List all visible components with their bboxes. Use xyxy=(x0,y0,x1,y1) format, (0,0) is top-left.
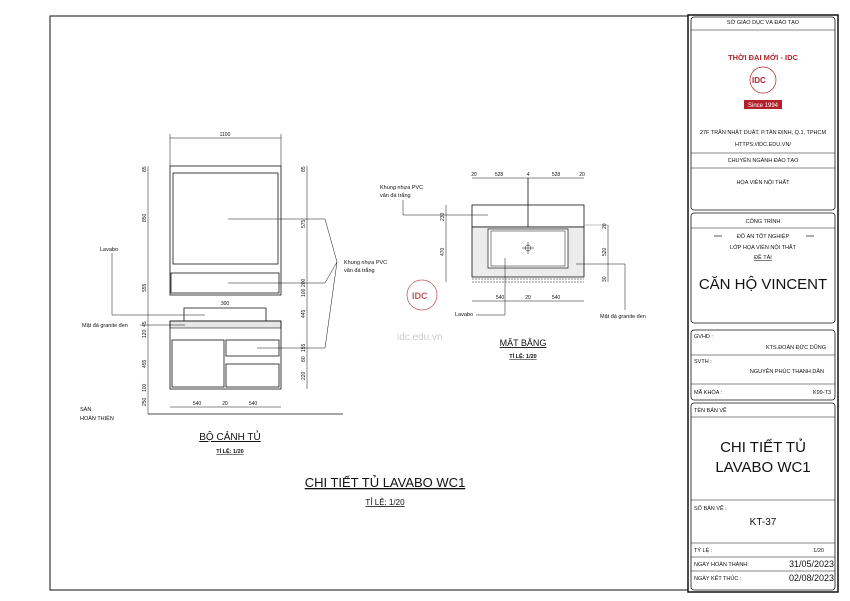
dim-label: 100 xyxy=(301,288,307,297)
label-pvc: Khung nhựa PVC xyxy=(344,260,387,266)
end-date: 02/08/2023 xyxy=(789,573,834,583)
since-badge: Since 1994 xyxy=(748,103,779,109)
project-type: ĐỒ ÁN TỐT NGHIỆP xyxy=(737,232,790,240)
label-granite: Mặt đá granite đen xyxy=(82,323,128,329)
label-granite: Mặt đá granite đen xyxy=(600,314,646,320)
drawing-no-label: SỐ BẢN VẼ : xyxy=(694,505,727,512)
dim-label: 250 xyxy=(142,397,148,406)
label-lavabo: Lavabo xyxy=(455,312,473,318)
drawing-name: CHI TIẾT TỦ xyxy=(720,438,806,456)
cabinet-drawer xyxy=(225,363,280,388)
label-pvc: vân đá trắng xyxy=(344,267,375,274)
major: HỌA VIÊN NỘI THẤT xyxy=(736,178,790,186)
dim-label: 555 xyxy=(142,283,148,292)
course: K99-T3 xyxy=(813,390,831,396)
idc-logo xyxy=(749,66,777,94)
dim-label: 470 xyxy=(440,247,446,256)
address: 27F TRẦN NHẬT DUẬT, P.TÂN ĐỊNH, Q.1, TPH… xyxy=(700,129,827,136)
idc-watermark: IDC idc.edu.vn xyxy=(397,279,443,343)
dim-label: 230 xyxy=(440,212,446,221)
label-lavabo: Lavabo xyxy=(100,247,118,253)
dim-label: 20 xyxy=(579,172,585,178)
dim-label: 20 xyxy=(471,172,477,178)
plan-title: MẶT BẰNG xyxy=(500,338,547,348)
instructor: KTS.ĐOÀN ĐỨC DŨNG xyxy=(766,344,826,351)
dim-label: 520 xyxy=(602,247,608,256)
drawing-name-label: TÊN BẢN VẼ xyxy=(694,406,727,414)
student: NGUYỄN PHÚC THANH DÂN xyxy=(750,368,824,375)
dim-label: 300 xyxy=(221,301,230,307)
course-label: MÃ KHÓA : xyxy=(694,389,723,396)
brand-name: THỜI ĐẠI MỚI - IDC xyxy=(728,53,798,62)
drawing-no: KT-37 xyxy=(750,517,777,528)
label-pvc: Khung nhựa PVC xyxy=(380,185,423,191)
sheet-title: CHI TIẾT TỦ LAVABO WC1 xyxy=(305,475,466,490)
label-pvc: vân đá trắng xyxy=(380,192,411,199)
dim-label: 528 xyxy=(495,172,504,178)
granite-top xyxy=(169,320,282,329)
class: LỚP HỌA VIÊN NỘI THẤT xyxy=(730,243,797,251)
dim-label: 80 xyxy=(301,356,307,362)
watermark-url: idc.edu.vn xyxy=(397,332,443,343)
lavabo-basin xyxy=(183,307,267,321)
elevation-title: BỘ CẢNH TỦ xyxy=(199,430,261,443)
floor-label: HOÀN THIỆN xyxy=(80,414,114,422)
watermark-logo: IDC xyxy=(412,291,428,301)
dim-label: 528 xyxy=(552,172,561,178)
dim-label: 20 xyxy=(222,401,228,407)
floor-label: SÀN xyxy=(80,406,91,413)
topic-label: ĐỀ TÀI xyxy=(754,254,772,261)
scale: 1/20 xyxy=(813,548,824,554)
dim-label: 85 xyxy=(142,166,148,172)
dim-label: 445 xyxy=(301,309,307,318)
dim-label: 20 xyxy=(602,223,608,229)
dim-label: 155 xyxy=(301,343,307,352)
sheet-scale: TỈ LỆ: 1/20 xyxy=(365,498,405,507)
dim-label: 540 xyxy=(193,401,202,407)
major-label: CHUYÊN NGÀNH ĐÀO TẠO xyxy=(728,156,800,164)
dim-label: 200 xyxy=(301,278,307,287)
dim-label: 4 xyxy=(527,172,530,178)
dim-label: 455 xyxy=(142,359,148,368)
website: HTTPS://IDC.EDU.VN/ xyxy=(735,142,791,148)
mirror xyxy=(172,172,279,265)
cabinet xyxy=(169,320,282,390)
elevation-scale: TỈ LỆ: 1/20 xyxy=(216,447,244,455)
project-name: CĂN HỘ VINCENT xyxy=(699,276,827,293)
cabinet-door xyxy=(171,339,225,388)
plan-scale: TỈ LỆ: 1/20 xyxy=(509,352,537,360)
mirror-frame xyxy=(169,165,282,296)
project-label: CÔNG TRÌNH xyxy=(746,218,781,225)
completed-label: NGÀY HOÀN THÀNH: xyxy=(694,561,749,568)
dim-label: 540 xyxy=(496,295,505,301)
drawing-name: LAVABO WC1 xyxy=(715,459,810,476)
dim-label: 540 xyxy=(249,401,258,407)
dim-label: 220 xyxy=(301,371,307,380)
dim-label: 85 xyxy=(301,166,307,172)
completed-date: 31/05/2023 xyxy=(789,559,834,569)
idc-logo-text: IDC xyxy=(752,76,766,85)
dim-label: 20 xyxy=(525,295,531,301)
title-block: SỞ GIÁO DỤC VÀ ĐÀO TẠO THỜI ĐẠI MỚI - ID… xyxy=(687,14,839,593)
plan-view: 20 528 4 528 20 230 470 20 520 30 540 20… xyxy=(380,172,646,360)
dim-label: 30 xyxy=(602,276,608,282)
student-label: SVTH : xyxy=(694,359,712,365)
end-label: NGÀY KẾT THÚC : xyxy=(694,575,742,582)
dim-label: 1100 xyxy=(220,132,231,138)
dim-label: 45 xyxy=(142,321,148,327)
scale-label: TỶ LỆ : xyxy=(694,546,713,554)
instructor-label: GVHD : xyxy=(694,334,713,340)
dim-label: 850 xyxy=(142,213,148,222)
department: SỞ GIÁO DỤC VÀ ĐÀO TẠO xyxy=(727,19,800,26)
dim-label: 575 xyxy=(301,219,307,228)
dim-label: 540 xyxy=(552,295,561,301)
elevation-view: 1100 300 SÀN HOÀN THIỆN 85 850 555 45 12… xyxy=(80,132,387,455)
dim-label: 120 xyxy=(142,329,148,338)
dim-label: 100 xyxy=(142,383,148,392)
